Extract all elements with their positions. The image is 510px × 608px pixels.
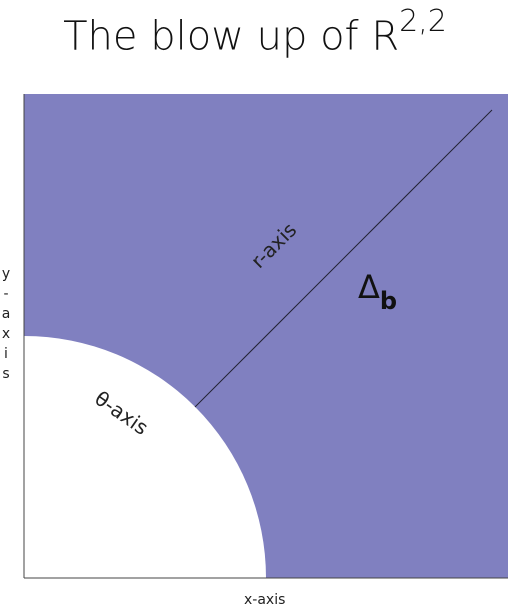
y-axis-label: y - a x i s	[0, 264, 12, 384]
y-axis-char: -	[3, 286, 9, 302]
y-axis-char: y	[1, 266, 11, 282]
title-superscript: 2,2	[399, 4, 447, 39]
y-axis-char: x	[1, 326, 11, 342]
y-axis-char: s	[2, 366, 10, 382]
x-axis-label: x-axis	[244, 592, 286, 608]
quarter-disk	[24, 336, 266, 578]
delta-b-label: Δb	[358, 268, 397, 315]
page-title: The blow up of R2,2	[0, 4, 510, 60]
delta-subscript: b	[379, 287, 398, 316]
y-axis-char: a	[1, 306, 11, 322]
r-axis-line	[194, 109, 493, 408]
delta-symbol: Δ	[358, 268, 380, 306]
title-text: The blow up of R	[63, 13, 400, 60]
y-axis-char: i	[4, 346, 8, 362]
